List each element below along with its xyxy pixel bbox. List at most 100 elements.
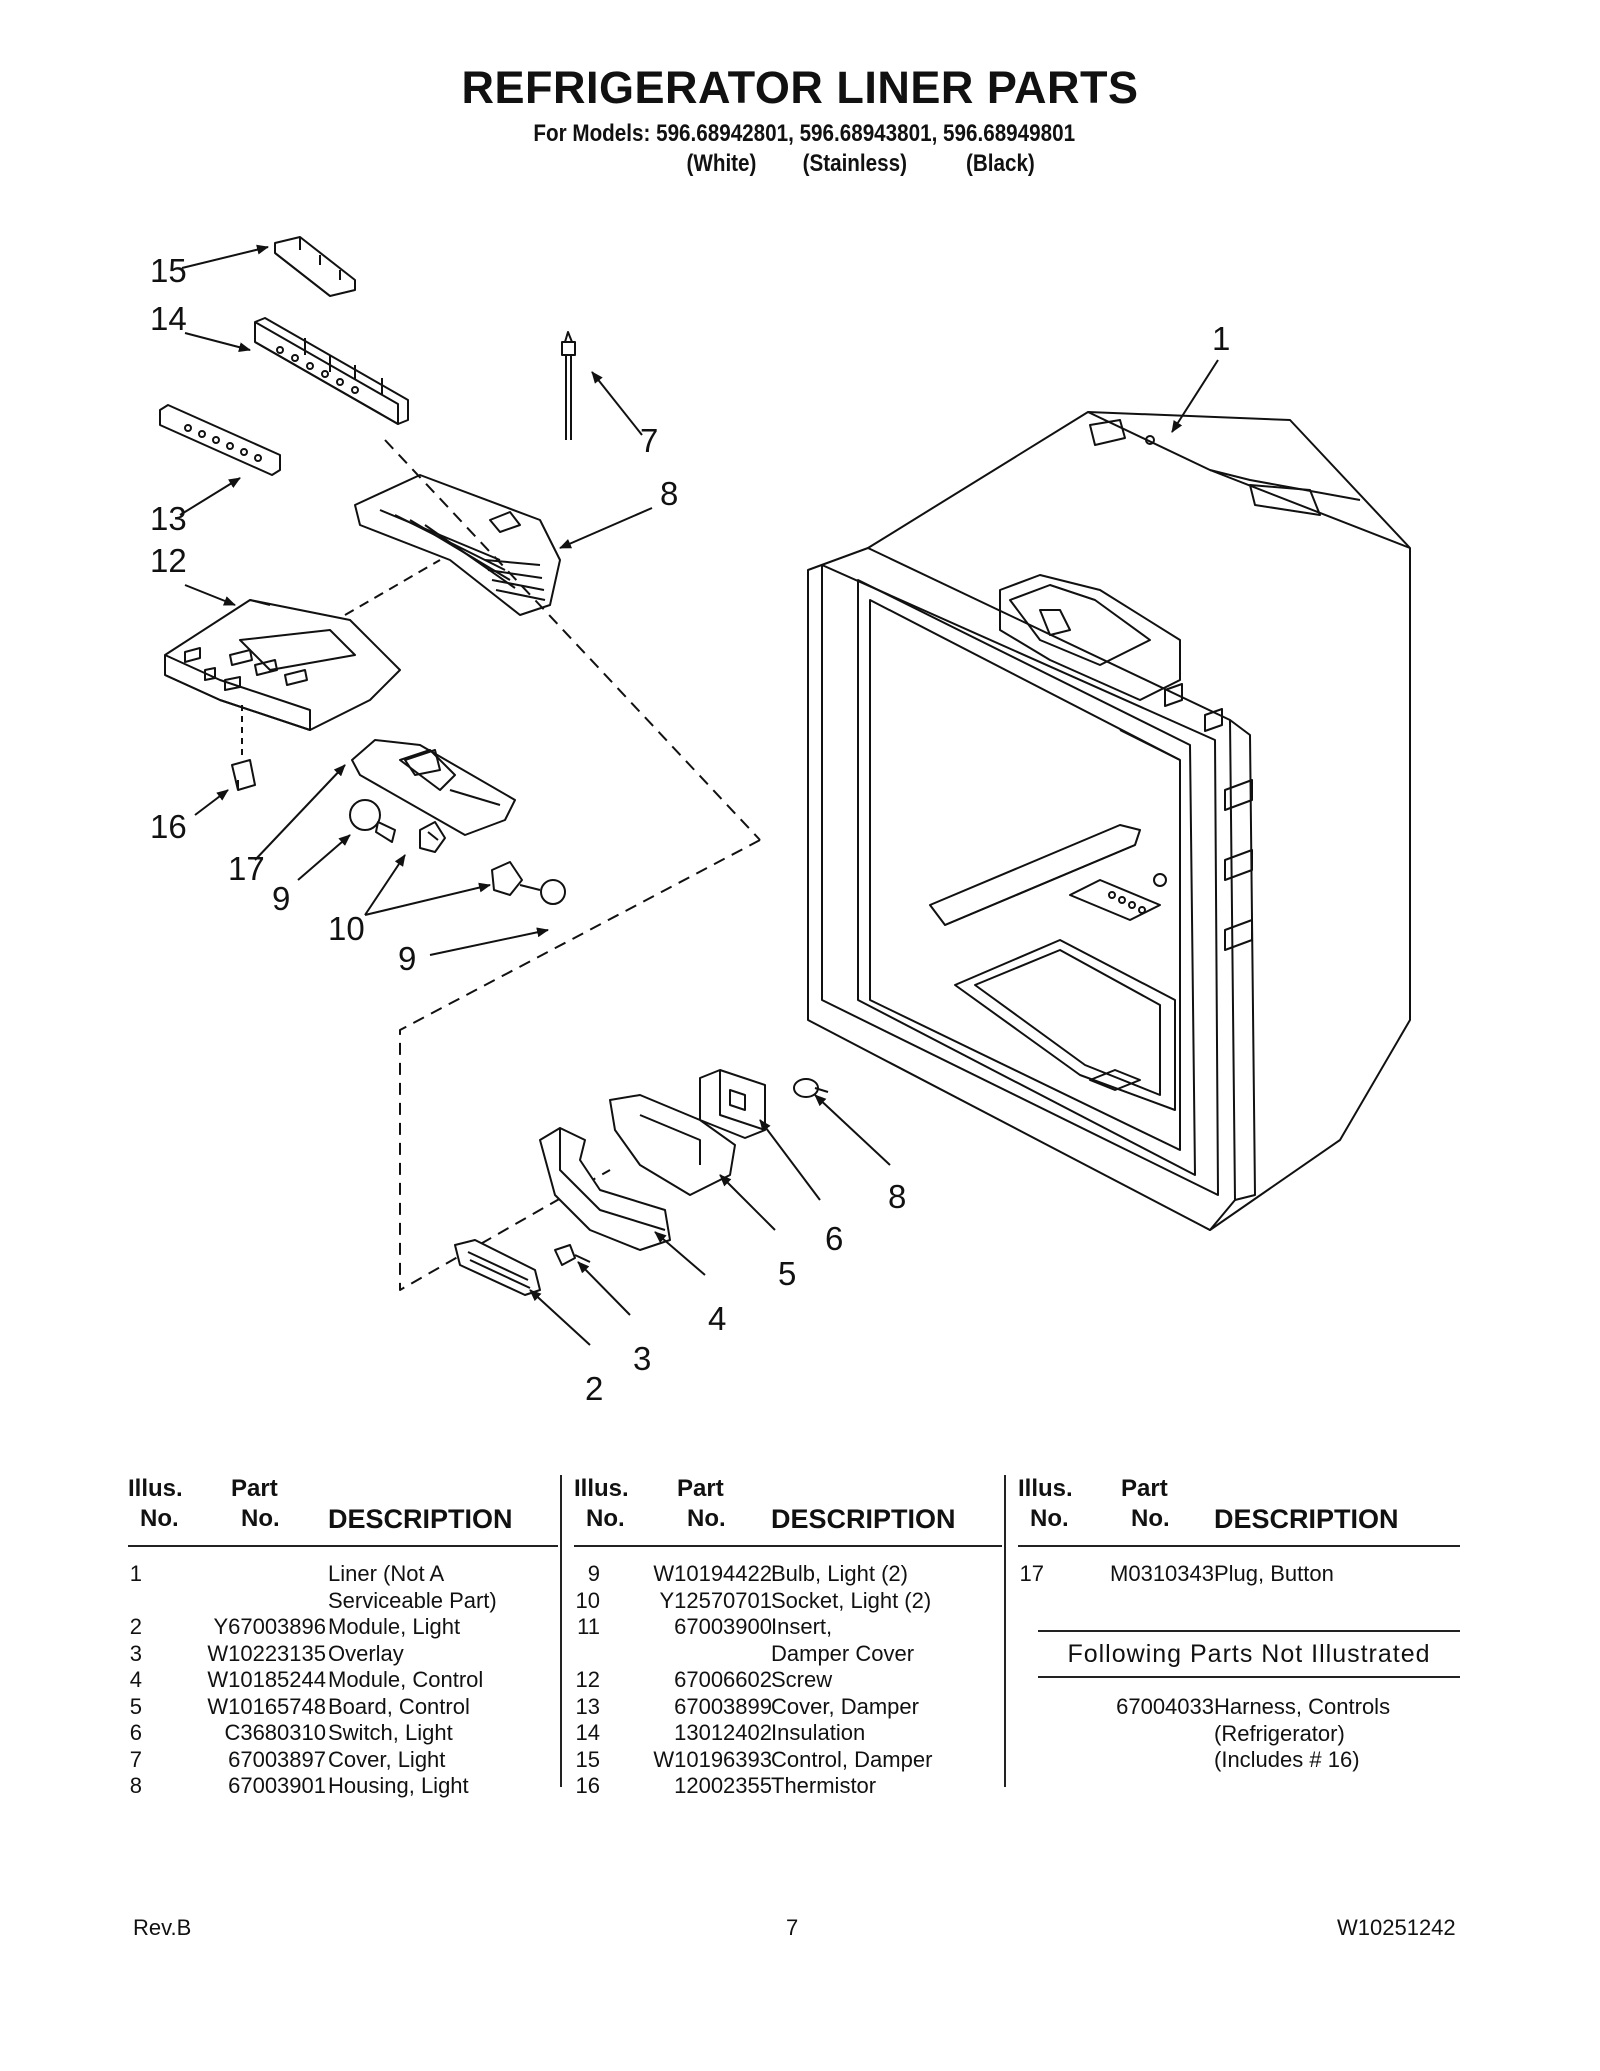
- callout-14: 5: [778, 1255, 796, 1292]
- callout-4: 14: [150, 300, 187, 337]
- part-number: 67003897: [228, 1746, 326, 1772]
- callout-11: 2: [585, 1370, 603, 1407]
- part-number: W10196393: [653, 1746, 772, 1772]
- header-description: DESCRIPTION: [1214, 1504, 1399, 1534]
- part-description: Overlay: [328, 1640, 404, 1666]
- illus-number: 10: [575, 1587, 600, 1613]
- exploded-parts-diagram: 15 14 13 12 16 17 9 10 9 1 7 8 8 6 5 4 3…: [150, 236, 1411, 1407]
- part-description: Module, Control: [328, 1667, 484, 1692]
- part-damper-insert-drawing: [454, 1239, 541, 1296]
- callout-8: 17: [228, 850, 265, 887]
- column-header: Illus. No. Part No. DESCRIPTION: [1018, 1475, 1460, 1547]
- callout-15: 6: [825, 1220, 843, 1257]
- part-light-module-drawing: [164, 599, 401, 731]
- table-row-continuation: (Includes # 16): [1018, 1747, 1460, 1774]
- illus-number: 16: [575, 1773, 600, 1798]
- part-description: Module, Light: [328, 1614, 461, 1639]
- part-description: Thermistor: [771, 1773, 877, 1798]
- part-control-board-drawing: [274, 236, 356, 297]
- header-part: Part: [1121, 1475, 1168, 1502]
- table-row: 1 Liner (Not A: [128, 1561, 558, 1588]
- callout-16: 7: [640, 422, 658, 459]
- part-light-housing-drawing: [351, 739, 516, 836]
- part-light-switch-drawing: [231, 759, 256, 791]
- illus-number: 3: [129, 1640, 142, 1666]
- header-part: Part: [677, 1475, 724, 1502]
- part-description: Socket, Light (2): [771, 1587, 932, 1613]
- illus-number: 6: [129, 1720, 142, 1745]
- illus-number: 1: [129, 1561, 142, 1586]
- part-light-bulb-drawing: [349, 799, 396, 843]
- part-description: Harness, Controls: [1214, 1694, 1391, 1719]
- footer-revision: Rev.B: [133, 1915, 192, 1940]
- callout-9-upper: 9: [272, 880, 290, 917]
- part-plug-button-drawing: [793, 1078, 829, 1098]
- footer-document-number: W10251242: [1337, 1915, 1456, 1940]
- callout-10: 10: [328, 910, 365, 947]
- part-socket-bulb-assembly-drawing: [491, 861, 566, 905]
- part-damper-cover-drawing: [539, 1127, 671, 1251]
- models-prefix: For Models:: [533, 120, 651, 147]
- part-number: 67004033: [1116, 1694, 1214, 1719]
- illus-number: 11: [577, 1614, 600, 1639]
- part-description: Insulation: [771, 1720, 866, 1745]
- callout-7: 8: [660, 475, 678, 512]
- part-description: (Refrigerator): [1214, 1720, 1345, 1746]
- illus-number: 15: [575, 1746, 600, 1772]
- part-description: Cover, Light: [328, 1746, 446, 1772]
- illus-number: 12: [575, 1667, 600, 1692]
- header-illus-no: No.: [1030, 1505, 1069, 1532]
- variant-black: (Black): [965, 150, 1035, 177]
- part-number: M0310343: [1110, 1561, 1214, 1586]
- part-description: Liner (Not A: [328, 1561, 445, 1586]
- part-overlay-drawing: [159, 404, 281, 476]
- header-illus-no: No.: [140, 1505, 179, 1532]
- callout-6: 16: [150, 808, 187, 845]
- illus-number: 8: [129, 1773, 142, 1798]
- column-divider: [1004, 1475, 1006, 1787]
- part-description: Board, Control: [328, 1693, 470, 1719]
- part-number: Y12570701: [659, 1587, 772, 1613]
- models-list: 596.68942801, 596.68943801, 596.68949801: [656, 120, 1076, 147]
- part-screw-drawing: [554, 1244, 591, 1266]
- column-header: Illus. No. Part No. DESCRIPTION: [128, 1475, 558, 1547]
- illus-number: 7: [129, 1746, 142, 1772]
- header-illus-no: No.: [586, 1505, 625, 1532]
- part-number: 13012402: [674, 1720, 772, 1745]
- part-description: Damper Cover: [771, 1640, 915, 1666]
- callout-13: 4: [708, 1300, 726, 1337]
- callout-5: 15: [150, 252, 187, 289]
- header-description: DESCRIPTION: [328, 1504, 513, 1534]
- part-light-socket-drawing: [419, 821, 446, 853]
- footer-page-number: 7: [786, 1915, 799, 1940]
- part-description: Housing, Light: [328, 1773, 469, 1798]
- illus-number: 4: [129, 1667, 142, 1692]
- illus-number: 14: [575, 1720, 600, 1745]
- part-number: W10223135: [207, 1640, 326, 1666]
- callout-2: 12: [150, 542, 187, 579]
- callout-9-lower: 9: [398, 940, 416, 977]
- part-number: 67006602: [674, 1667, 772, 1692]
- part-description: Bulb, Light (2): [771, 1561, 908, 1586]
- illus-number: 13: [575, 1693, 600, 1719]
- header-illus: Illus.: [1018, 1475, 1073, 1502]
- part-number: 12002355: [674, 1773, 772, 1798]
- table-row-continuation: Serviceable Part): [128, 1588, 558, 1615]
